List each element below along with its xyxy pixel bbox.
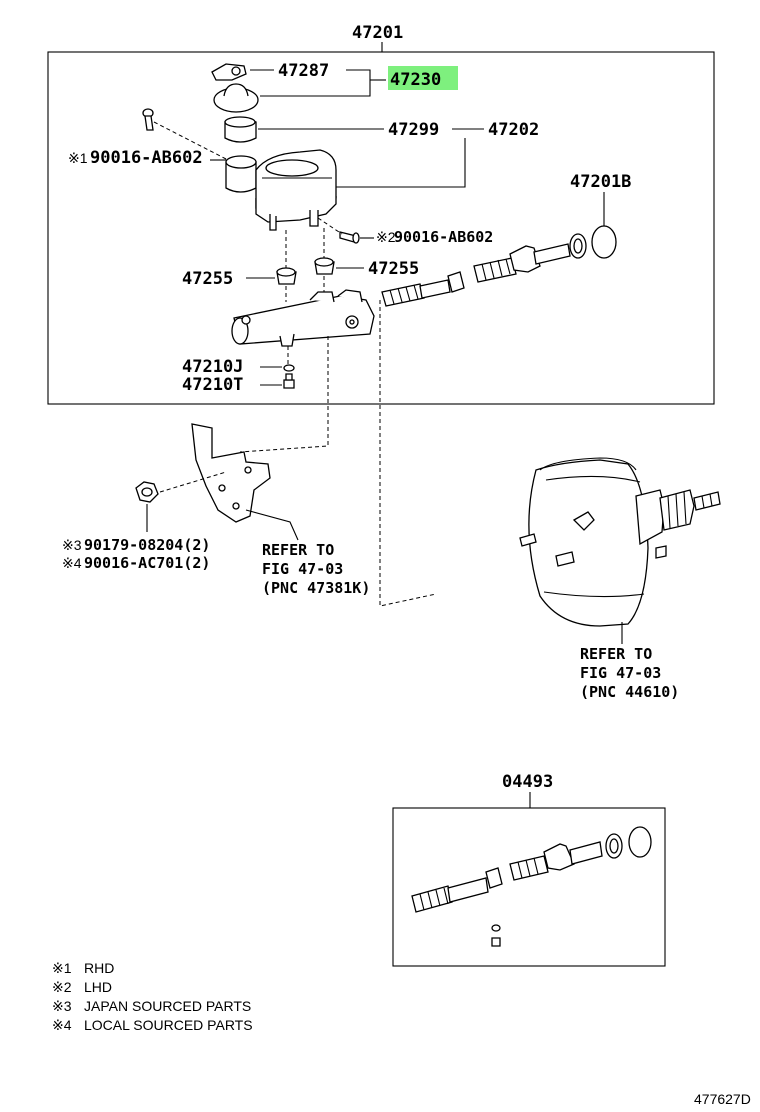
legend-text-2: LHD: [84, 979, 112, 995]
label-47255-right[interactable]: 47255: [368, 259, 419, 279]
union-bolt-part: [283, 373, 295, 389]
assembly-frame: [47, 51, 715, 405]
dash-screw-lhd: [317, 217, 343, 235]
label-screw-lhd[interactable]: 90016-AB602: [394, 228, 493, 246]
legend-text-3: JAPAN SOURCED PARTS: [84, 998, 251, 1014]
label-nut-2[interactable]: 90016-AC701(2): [84, 554, 210, 572]
strainer-part: [224, 116, 257, 143]
snap-ring-part: [569, 233, 587, 259]
mark-nut-2: ※4: [62, 555, 82, 571]
dash-to-bracket: [239, 336, 329, 453]
legend-mark-2: ※2: [52, 979, 72, 995]
o-ring-part: [591, 225, 617, 259]
leader-47287-47230: [260, 69, 371, 97]
label-47299[interactable]: 47299: [388, 120, 439, 140]
label-47210J[interactable]: 47210J: [182, 357, 243, 377]
legend-mark-4: ※4: [52, 1017, 72, 1033]
label-47201[interactable]: 47201: [352, 23, 403, 43]
legend: ※1 RHD ※2 LHD ※3 JAPAN SOURCED PARTS ※4 …: [52, 960, 253, 1033]
primary-piston-part: [381, 271, 465, 307]
label-47210T[interactable]: 47210T: [182, 375, 243, 395]
brake-booster-part: [519, 457, 721, 627]
cap-clip-part: [211, 63, 247, 81]
legend-text-4: LOCAL SOURCED PARTS: [84, 1017, 253, 1033]
label-47230[interactable]: 47230: [390, 70, 441, 90]
secondary-piston-part: [473, 243, 571, 283]
grommet-left-part: [276, 267, 297, 285]
legend-text-1: RHD: [84, 960, 114, 976]
screw-lhd-part: [339, 231, 360, 244]
label-47255-left[interactable]: 47255: [182, 269, 233, 289]
diagram-id: 477627D: [694, 1091, 751, 1107]
legend-mark-1: ※1: [52, 960, 72, 976]
label-47202[interactable]: 47202: [488, 120, 539, 140]
refer-left-1[interactable]: REFER TO: [262, 541, 334, 559]
master-cylinder-part: [231, 289, 375, 347]
label-04493[interactable]: 04493: [502, 772, 553, 792]
label-47287[interactable]: 47287: [278, 61, 329, 81]
leader-refer-left: [245, 509, 299, 541]
label-47201B[interactable]: 47201B: [570, 172, 631, 192]
mark-screw-lhd: ※2: [376, 229, 396, 245]
leader-47202: [336, 138, 466, 188]
kit-parts: [411, 826, 652, 947]
label-screw-rhd[interactable]: 90016-AB602: [90, 148, 203, 168]
bracket-part: [191, 423, 271, 523]
legend-mark-3: ※3: [52, 998, 72, 1014]
screw-rhd-part: [142, 108, 154, 131]
nut-part: [135, 481, 159, 503]
reservoir-cap-part: [213, 83, 259, 113]
refer-right-3[interactable]: (PNC 44610): [580, 683, 679, 701]
mark-nut-1: ※3: [62, 537, 82, 553]
refer-left-2[interactable]: FIG 47-03: [262, 560, 343, 578]
refer-right-2[interactable]: FIG 47-03: [580, 664, 661, 682]
mark-screw-rhd: ※1: [68, 150, 88, 166]
gasket-part: [283, 364, 295, 372]
reservoir-tank-part: [225, 149, 337, 231]
dash-to-booster: [379, 300, 437, 607]
grommet-right-part: [314, 257, 335, 275]
label-nut-1[interactable]: 90179-08204(2): [84, 536, 210, 554]
refer-right-1[interactable]: REFER TO: [580, 645, 652, 663]
dash-nut: [159, 471, 227, 493]
highlight-47230: [388, 66, 458, 90]
refer-left-3[interactable]: (PNC 47381K): [262, 579, 370, 597]
kit-frame: [392, 807, 666, 967]
